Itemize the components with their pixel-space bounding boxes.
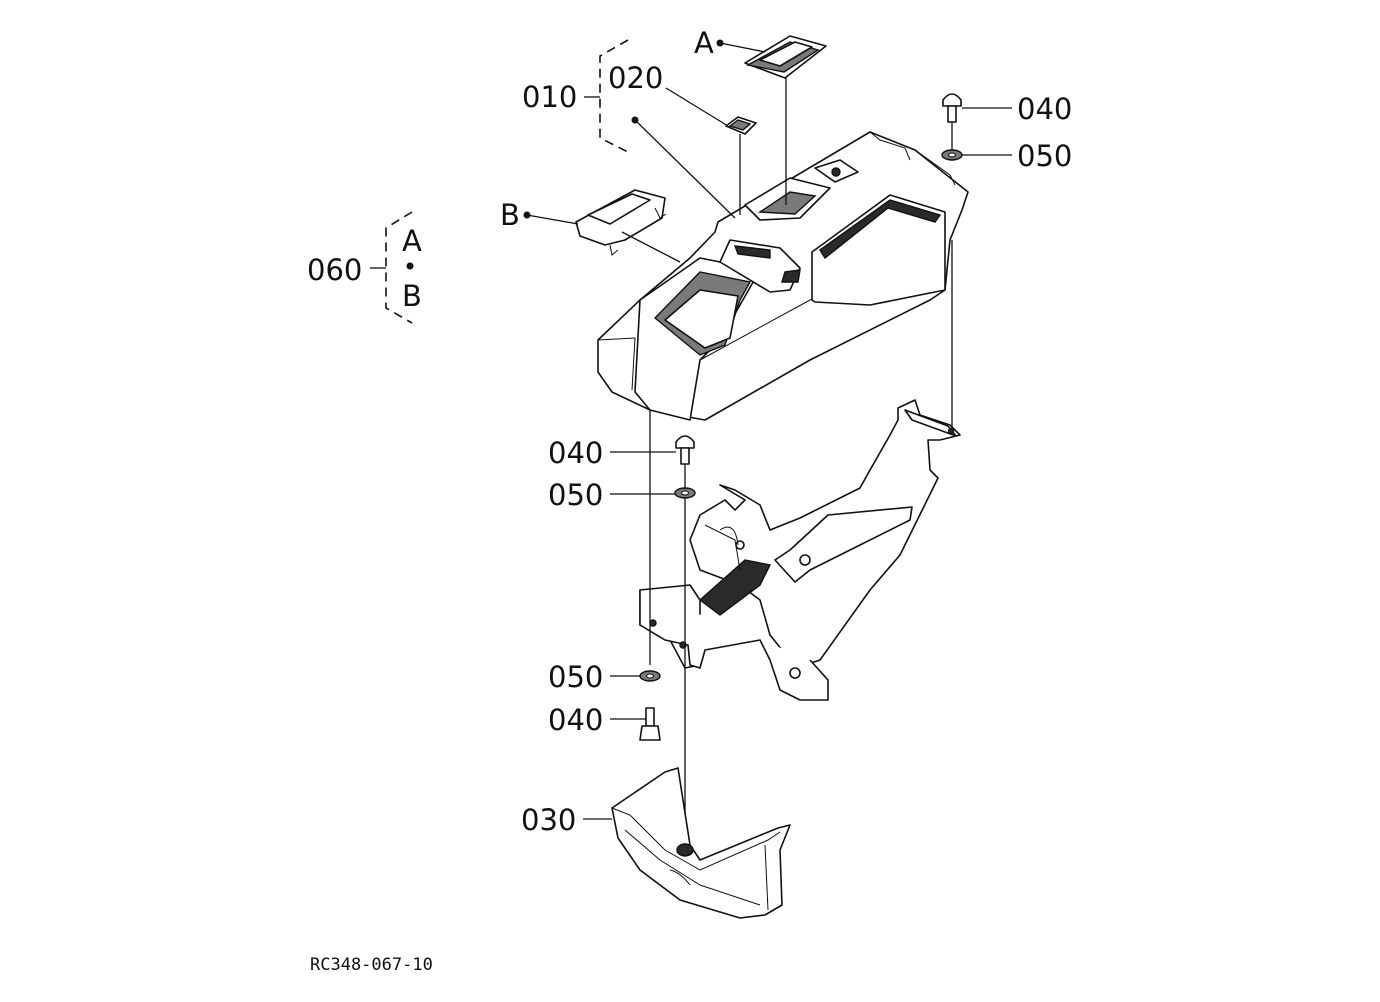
callout-060: 060 bbox=[307, 253, 362, 287]
bolt-040-top bbox=[942, 93, 962, 123]
bolt-040-mid bbox=[675, 435, 695, 465]
cover-b bbox=[575, 189, 681, 263]
callout-050-mid: 050 bbox=[548, 478, 603, 512]
part-020-pad bbox=[725, 116, 757, 215]
marker-b-group: B bbox=[402, 279, 422, 313]
marker-a-top: A bbox=[694, 26, 714, 60]
group-bracket-010 bbox=[584, 39, 629, 153]
group-bracket-060 bbox=[370, 211, 413, 324]
washer-050-mid bbox=[674, 487, 696, 499]
callout-010: 010 bbox=[522, 80, 577, 114]
callout-040-low: 040 bbox=[548, 703, 603, 737]
bolt-040-low bbox=[639, 707, 661, 741]
marker-b-left: B bbox=[500, 198, 520, 232]
marker-a-group: A bbox=[402, 224, 422, 258]
callout-040-top: 040 bbox=[1017, 92, 1072, 126]
washer-050-top bbox=[941, 149, 963, 161]
part-030-cover bbox=[611, 767, 791, 919]
console-body bbox=[597, 131, 969, 421]
washer-050-low bbox=[639, 670, 661, 682]
leader-lines bbox=[526, 42, 1012, 820]
cover-a bbox=[744, 35, 827, 205]
figure-code: RC348-067-10 bbox=[310, 955, 433, 975]
callout-040-mid: 040 bbox=[548, 436, 603, 470]
leader-dots bbox=[406, 39, 724, 270]
callout-020: 020 bbox=[608, 61, 663, 95]
callout-050-low: 050 bbox=[548, 660, 603, 694]
callout-050-top: 050 bbox=[1017, 139, 1072, 173]
callout-030: 030 bbox=[521, 803, 576, 837]
